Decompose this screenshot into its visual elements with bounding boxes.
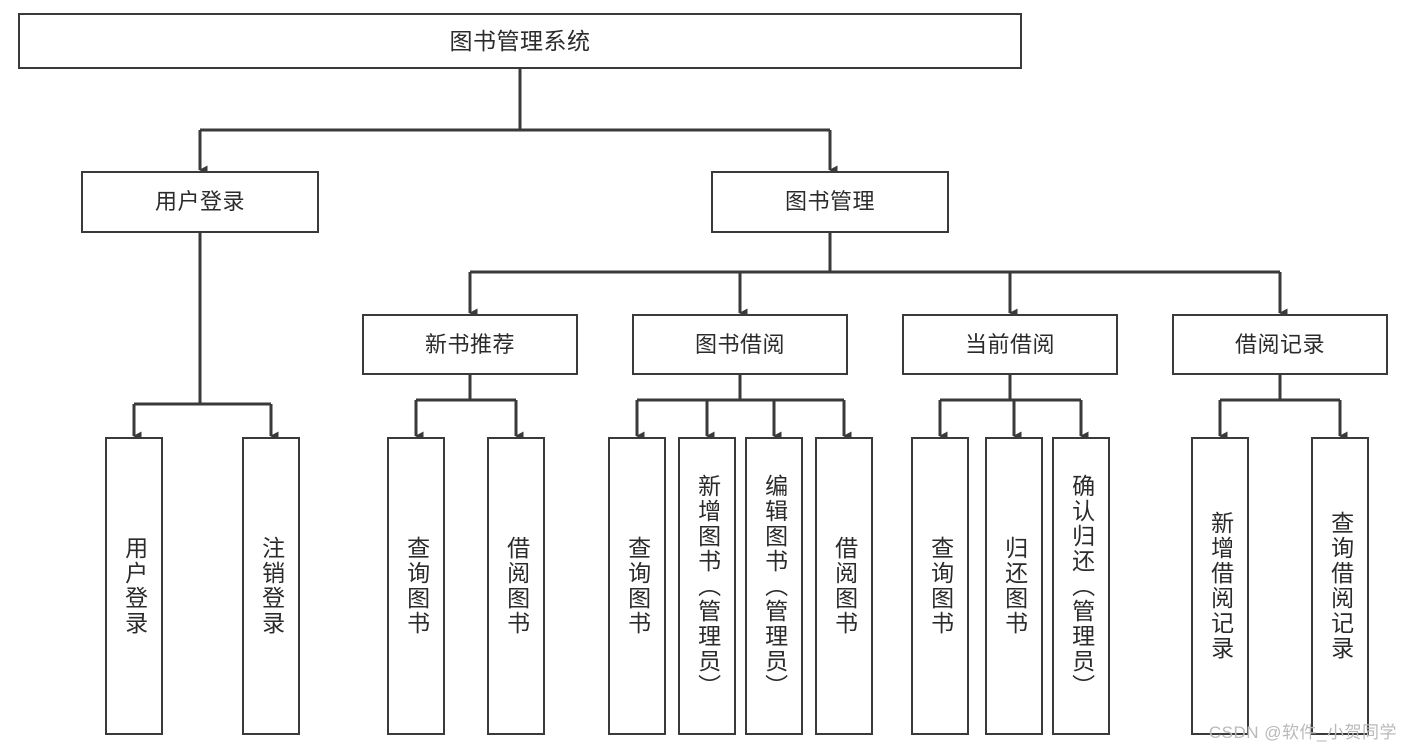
node-leaf-user-logout-label: 注销登录 xyxy=(258,536,285,636)
node-book-manage[interactable]: 图书管理 xyxy=(711,171,949,233)
node-leaf-query-record-label: 查询借阅记录 xyxy=(1327,511,1354,661)
node-leaf-query-book-2[interactable]: 查询图书 xyxy=(608,437,666,735)
node-user-login-label: 用户登录 xyxy=(154,189,245,215)
node-leaf-query-book-2-label: 查询图书 xyxy=(624,536,651,636)
node-leaf-query-book-3-label: 查询图书 xyxy=(927,536,954,636)
node-new-book-rec-label: 新书推荐 xyxy=(424,331,515,357)
node-leaf-confirm-return[interactable]: 确认归还（管理员） xyxy=(1052,437,1110,735)
node-leaf-edit-book-label: 编辑图书（管理员） xyxy=(761,473,788,699)
node-book-manage-label: 图书管理 xyxy=(784,189,875,215)
node-book-borrow-label: 图书借阅 xyxy=(694,331,785,357)
node-leaf-borrow-book-2-label: 借阅图书 xyxy=(831,536,858,636)
node-leaf-query-book-3[interactable]: 查询图书 xyxy=(911,437,969,735)
node-current-borrow[interactable]: 当前借阅 xyxy=(902,314,1118,375)
node-leaf-add-record[interactable]: 新增借阅记录 xyxy=(1191,437,1249,735)
node-leaf-edit-book[interactable]: 编辑图书（管理员） xyxy=(745,437,803,735)
node-root[interactable]: 图书管理系统 xyxy=(18,13,1022,69)
node-leaf-add-book[interactable]: 新增图书（管理员） xyxy=(678,437,736,735)
watermark-text: CSDN @软件_小贺同学 xyxy=(1208,723,1397,742)
node-leaf-user-login[interactable]: 用户登录 xyxy=(105,437,163,735)
node-leaf-user-login-label: 用户登录 xyxy=(121,536,148,636)
node-user-login[interactable]: 用户登录 xyxy=(81,171,319,233)
node-leaf-query-record[interactable]: 查询借阅记录 xyxy=(1311,437,1369,735)
node-borrow-record[interactable]: 借阅记录 xyxy=(1172,314,1388,375)
node-borrow-record-label: 借阅记录 xyxy=(1234,331,1325,357)
node-leaf-confirm-return-label: 确认归还（管理员） xyxy=(1068,473,1095,699)
node-leaf-borrow-book-1-label: 借阅图书 xyxy=(503,536,530,636)
node-leaf-query-book-1-label: 查询图书 xyxy=(403,536,430,636)
node-leaf-borrow-book-2[interactable]: 借阅图书 xyxy=(815,437,873,735)
node-leaf-add-record-label: 新增借阅记录 xyxy=(1207,511,1234,661)
node-leaf-add-book-label: 新增图书（管理员） xyxy=(694,473,721,699)
node-root-label: 图书管理系统 xyxy=(449,27,591,54)
node-leaf-user-logout[interactable]: 注销登录 xyxy=(242,437,300,735)
node-current-borrow-label: 当前借阅 xyxy=(964,331,1055,357)
node-book-borrow[interactable]: 图书借阅 xyxy=(632,314,848,375)
node-new-book-rec[interactable]: 新书推荐 xyxy=(362,314,578,375)
node-leaf-query-book-1[interactable]: 查询图书 xyxy=(387,437,445,735)
node-leaf-borrow-book-1[interactable]: 借阅图书 xyxy=(487,437,545,735)
node-leaf-return-book-label: 归还图书 xyxy=(1001,536,1028,636)
node-leaf-return-book[interactable]: 归还图书 xyxy=(985,437,1043,735)
